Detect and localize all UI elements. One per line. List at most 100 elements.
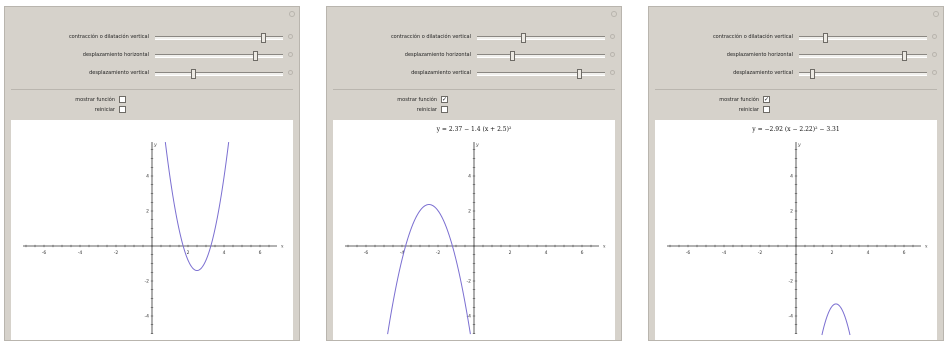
x-tick-label: -4 [78,250,83,256]
x-tick-label: -2 [758,250,763,256]
function-formula: y = −2.92 (x − 2.22)² − 3.31 [752,126,840,133]
controls-area: contracción o dilatación vertical despla… [649,7,943,125]
slider-thumb[interactable] [809,69,815,79]
slider-thumb[interactable] [521,33,527,43]
show-function-checkbox[interactable] [119,96,126,103]
show-function-checkbox[interactable]: ✓ [763,96,770,103]
slider-label: desplazamiento vertical [411,70,471,76]
checkbox-label: mostrar función [397,97,437,103]
x-tick-label: 6 [259,250,262,256]
manipulate-panel-1: contracción o dilatación vertical despla… [4,6,300,341]
horizontal-shift-slider[interactable] [155,51,283,61]
slider-thumb[interactable] [260,33,266,43]
x-tick-label: 2 [831,250,834,256]
y-tick-label: -2 [467,279,472,285]
slider-row-vertical-scale: contracción o dilatación vertical [5,31,299,43]
checkbox-label: reiniciar [416,107,437,113]
y-tick-label: 2 [146,209,149,215]
slider-thumb[interactable] [191,69,197,79]
y-tick-label: -4 [789,314,794,320]
function-formula: y = 2.37 − 1.4 (x + 2.5)² [436,126,512,133]
y-tick-label: -2 [789,279,794,285]
y-axis-name: y [153,143,157,148]
controls-area: contracción o dilatación vertical despla… [327,7,621,125]
x-tick-label: 6 [903,250,906,256]
y-tick-label: -2 [145,279,150,285]
show-function-row: mostrar función [649,95,759,105]
x-axis-name: x [603,245,606,250]
checkbox-label: mostrar función [719,97,759,103]
x-tick-label: -6 [364,250,369,256]
vertical-shift-slider[interactable] [477,69,605,79]
reset-checkbox[interactable] [441,106,448,113]
y-tick-label: 2 [468,209,471,215]
separator [655,89,937,90]
plus-circle-icon[interactable] [932,52,937,57]
x-axis-name: x [925,245,928,250]
plus-circle-icon[interactable] [288,34,293,39]
y-tick-label: 4 [468,174,471,180]
slider-row-vertical-scale: contracción o dilatación vertical [649,31,943,43]
options-circle-icon[interactable] [289,11,295,17]
reset-row: reiniciar [649,105,759,115]
show-function-row: mostrar función [327,95,437,105]
horizontal-shift-slider[interactable] [799,51,927,61]
separator [11,89,293,90]
x-tick-label: -4 [400,250,405,256]
plus-circle-icon[interactable] [610,34,615,39]
slider-row-horizontal-shift: desplazamiento horizontal [327,49,621,61]
y-tick-label: -4 [467,314,472,320]
slider-row-vertical-scale: contracción o dilatación vertical [327,31,621,43]
reset-row: reiniciar [5,105,115,115]
options-circle-icon[interactable] [611,11,617,17]
vertical-scale-slider[interactable] [799,33,927,43]
plus-circle-icon[interactable] [610,70,615,75]
controls-area: contracción o dilatación vertical despla… [5,7,299,125]
vertical-scale-slider[interactable] [477,33,605,43]
slider-thumb[interactable] [509,51,515,61]
slider-row-vertical-shift: desplazamiento vertical [327,67,621,79]
slider-thumb[interactable] [577,69,583,79]
vertical-shift-slider[interactable] [799,69,927,79]
slider-label: desplazamiento horizontal [404,52,471,58]
vertical-scale-slider[interactable] [155,33,283,43]
plus-circle-icon[interactable] [932,34,937,39]
options-circle-icon[interactable] [933,11,939,17]
separator [333,89,615,90]
x-tick-label: -2 [114,250,119,256]
x-tick-label: -4 [722,250,727,256]
slider-label: desplazamiento vertical [89,70,149,76]
slider-row-vertical-shift: desplazamiento vertical [5,67,299,79]
slider-label: contracción o dilatación vertical [68,34,149,40]
manipulate-panel-2: contracción o dilatación vertical despla… [326,6,622,341]
x-tick-label: 4 [223,250,226,256]
plus-circle-icon[interactable] [288,52,293,57]
plus-circle-icon[interactable] [932,70,937,75]
slider-thumb[interactable] [252,51,258,61]
x-tick-label: 4 [545,250,548,256]
y-axis-name: y [797,143,801,148]
show-function-row: mostrar función [5,95,115,105]
plus-circle-icon[interactable] [610,52,615,57]
show-function-checkbox[interactable]: ✓ [441,96,448,103]
reset-checkbox[interactable] [763,106,770,113]
horizontal-shift-slider[interactable] [477,51,605,61]
reset-checkbox[interactable] [119,106,126,113]
y-tick-label: 4 [146,174,149,180]
manipulate-panel-3: contracción o dilatación vertical despla… [648,6,944,341]
checkbox-label: reiniciar [94,107,115,113]
plot-area: y = 2.37 − 1.4 (x + 2.5)² -6 -4 -2 2 4 6 4 2 -2 -… [333,120,615,340]
slider-label: desplazamiento vertical [733,70,793,76]
slider-thumb[interactable] [822,33,828,43]
x-tick-label: 6 [581,250,584,256]
vertical-shift-slider[interactable] [155,69,283,79]
x-tick-label: -2 [436,250,441,256]
x-tick-label: 4 [867,250,870,256]
slider-label: contracción o dilatación vertical [390,34,471,40]
plus-circle-icon[interactable] [288,70,293,75]
slider-thumb[interactable] [901,51,907,61]
x-tick-label: 2 [509,250,512,256]
